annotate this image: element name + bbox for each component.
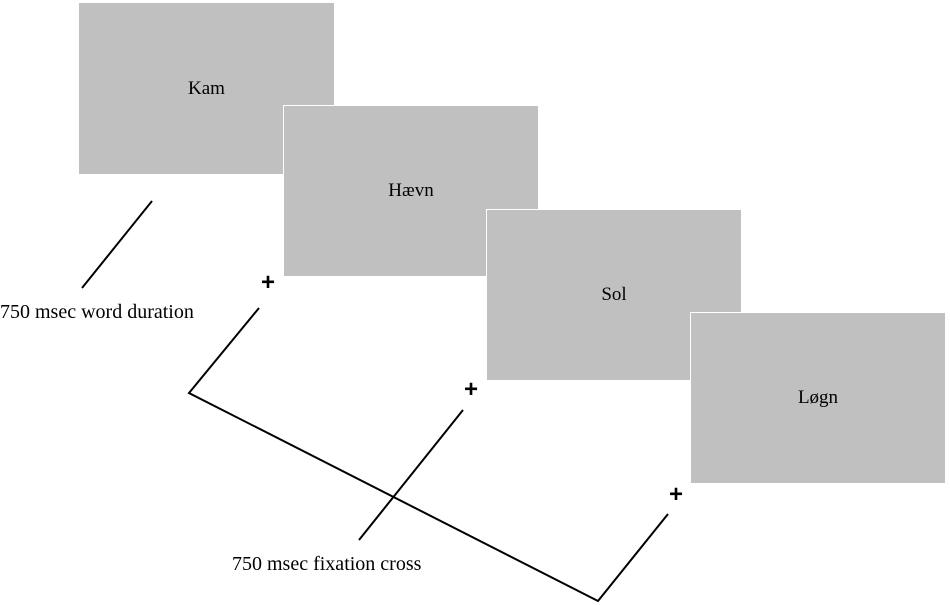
stimulus-word-1: Kam [188,77,225,99]
word-duration-label: 750 msec word duration [0,301,194,323]
word-duration-pointer-line [81,200,153,289]
stimulus-word-2: Hævn [388,180,434,201]
fixation-pointer-line [358,409,464,541]
fixation-cross-3: + [669,481,684,508]
fixation-cross-2: + [464,376,479,403]
stimulus-word-3: Sol [601,284,627,305]
fixation-cross-1: + [261,269,276,296]
stimulus-screen-4: Løgn [690,312,945,483]
fixation-cross-label: 750 msec fixation cross [232,553,422,575]
stimulus-screen-2: Hævn [283,105,538,276]
stimulus-word-4: Løgn [797,387,839,408]
